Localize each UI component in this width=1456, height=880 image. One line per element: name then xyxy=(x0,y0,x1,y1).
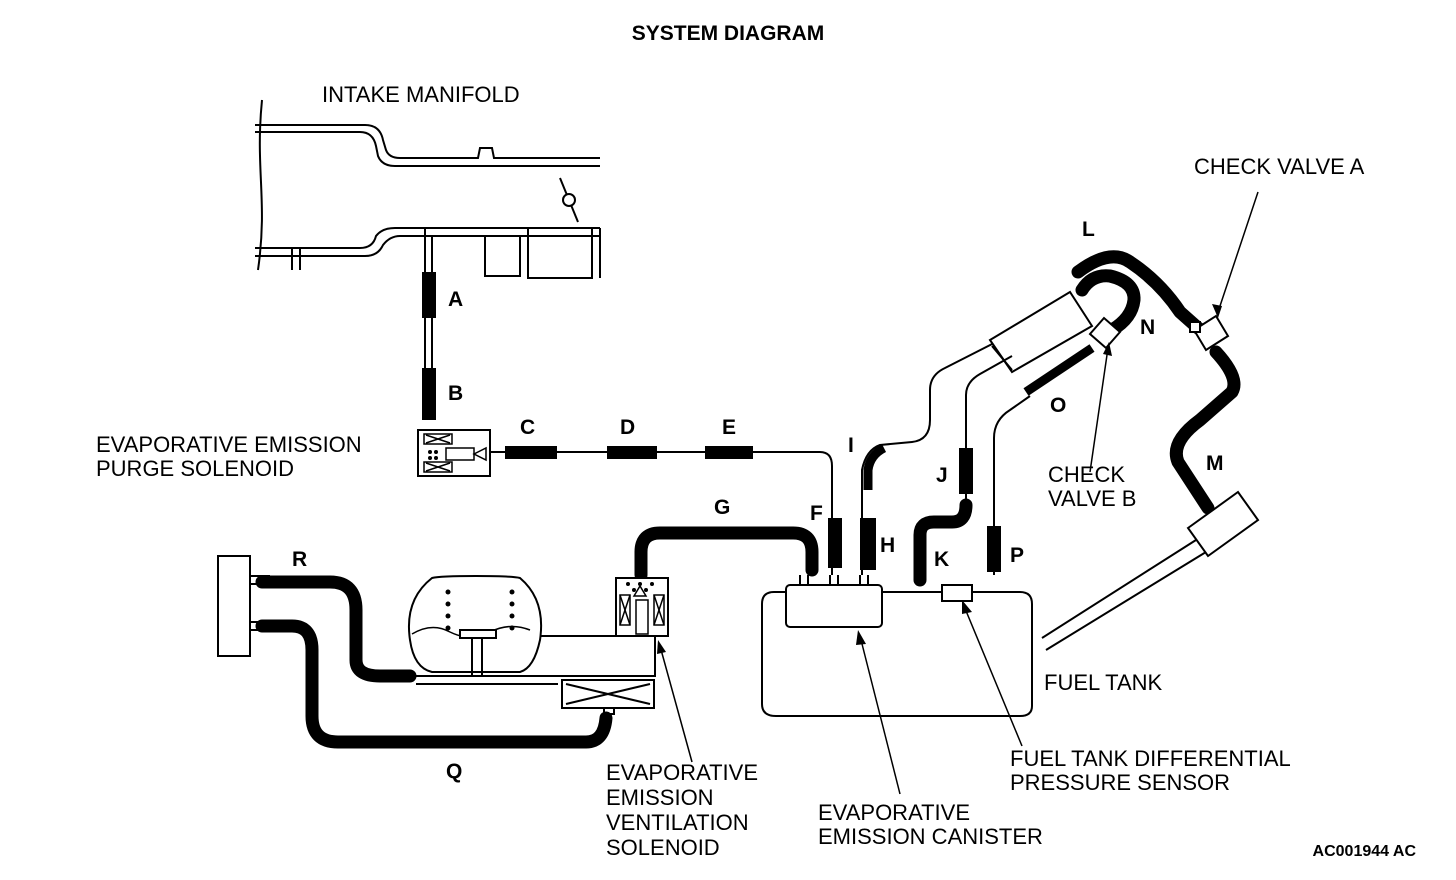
hose-label-b: B xyxy=(448,382,463,405)
hose-i xyxy=(863,443,887,490)
hose-label-p: P xyxy=(1010,544,1024,567)
label-ventilation-solenoid-1: EVAPORATIVE xyxy=(606,760,758,785)
hose-a xyxy=(422,272,436,318)
separator xyxy=(988,290,1094,374)
diagram-title: SYSTEM DIAGRAM xyxy=(632,22,825,45)
label-canister-1: EVAPORATIVE xyxy=(818,800,970,825)
label-check-valve-b-1: CHECK xyxy=(1048,462,1125,487)
hose-j xyxy=(959,448,973,494)
hose-label-m: M xyxy=(1206,452,1224,475)
hose-label-r: R xyxy=(292,548,307,571)
hose-label-q: Q xyxy=(446,760,462,783)
label-pressure-sensor-2: PRESSURE SENSOR xyxy=(1010,770,1230,795)
label-ventilation-solenoid-4: SOLENOID xyxy=(606,835,720,860)
hose-l xyxy=(1071,250,1205,335)
hose-label-g: G xyxy=(714,496,730,519)
label-purge-solenoid-1: EVAPORATIVE EMISSION xyxy=(96,432,362,457)
hose-o xyxy=(1023,344,1095,396)
hose-label-a: A xyxy=(448,288,463,311)
hose-label-j: J xyxy=(936,464,948,487)
purge-solenoid xyxy=(417,429,491,477)
hose-label-o: O xyxy=(1050,394,1066,417)
hose-p xyxy=(987,526,1001,572)
label-ventilation-solenoid-2: EMISSION xyxy=(606,785,714,810)
hose-label-d: D xyxy=(620,416,635,439)
hose-label-h: H xyxy=(880,534,895,557)
hose-f xyxy=(828,518,842,568)
hose-q xyxy=(255,619,613,749)
figure-code: AC001944 AC xyxy=(1313,843,1417,860)
pressure-sensor xyxy=(912,584,973,602)
label-intake-manifold: INTAKE MANIFOLD xyxy=(322,82,520,107)
hose-label-c: C xyxy=(520,416,535,439)
label-pressure-sensor-1: FUEL TANK DIFFERENTIAL xyxy=(1010,746,1291,771)
hose-label-f: F xyxy=(810,502,823,525)
hose-e xyxy=(705,446,753,459)
hose-k xyxy=(913,498,973,587)
hose-n xyxy=(1075,269,1141,337)
label-ventilation-solenoid-3: VENTILATION xyxy=(606,810,749,835)
fuel-separator-drum xyxy=(408,574,543,676)
label-fuel-tank: FUEL TANK xyxy=(1044,670,1163,695)
hose-label-l: L xyxy=(1082,218,1095,241)
hose-label-i: I xyxy=(848,434,854,457)
evaporative-emission-canister xyxy=(785,575,883,628)
fuel-filler xyxy=(1041,490,1260,651)
label-purge-solenoid-2: PURGE SOLENOID xyxy=(96,456,294,481)
label-canister-2: EMISSION CANISTER xyxy=(818,824,1043,849)
hose-label-e: E xyxy=(722,416,736,439)
label-check-valve-b-2: VALVE B xyxy=(1048,486,1136,511)
label-check-valve-a: CHECK VALVE A xyxy=(1194,154,1365,179)
hose-c xyxy=(505,446,557,459)
check-valve-b-part xyxy=(1088,316,1122,350)
ventilation-solenoid xyxy=(615,577,669,637)
hose-g xyxy=(634,526,819,582)
pump-module xyxy=(217,555,270,657)
hose-d xyxy=(607,446,657,459)
hose-m xyxy=(1169,345,1241,515)
air-filter-body xyxy=(416,635,656,715)
hose-b xyxy=(422,368,436,420)
hose-label-n: N xyxy=(1140,316,1155,339)
hose-h xyxy=(860,518,876,570)
intake-manifold xyxy=(255,99,601,420)
leader-lines xyxy=(657,191,1259,795)
check-valve-a-part xyxy=(1189,314,1230,352)
hose-label-k: K xyxy=(934,548,949,571)
hose-r xyxy=(255,575,417,683)
